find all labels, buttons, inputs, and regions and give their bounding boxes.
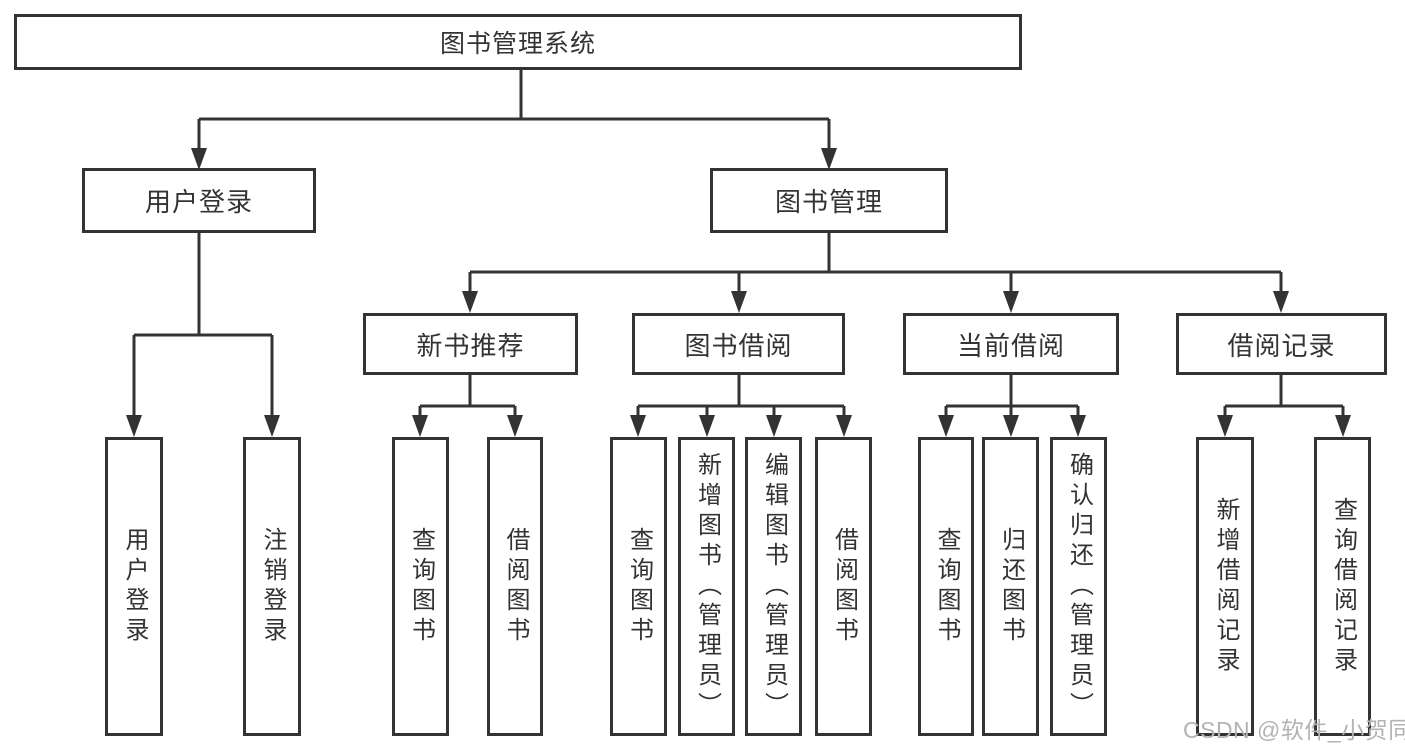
leaf-recommend-borrow-books: 借阅图书 [487, 437, 543, 736]
leaf-label: 新增借阅记录 [1212, 496, 1239, 677]
arrowhead [821, 148, 837, 170]
arrowhead [836, 415, 852, 437]
arrowhead [1003, 415, 1019, 437]
leaf-logout: 注销登录 [243, 437, 301, 736]
watermark: CSDN @软件_小贺同学 [1183, 717, 1405, 743]
arrowhead [1003, 291, 1019, 313]
leaf-label: 借阅图书 [502, 526, 529, 647]
node-new-book-recommend: 新书推荐 [363, 313, 578, 375]
leaf-label: 查询图书 [407, 526, 435, 647]
node-label: 借阅记录 [1227, 330, 1336, 361]
node-book-management: 图书管理 [710, 168, 948, 233]
arrowhead [1070, 415, 1086, 437]
node-borrow-records: 借阅记录 [1176, 313, 1387, 375]
leaf-label: 借阅图书 [830, 526, 858, 647]
arrowhead [630, 415, 646, 437]
leaf-label: 归还图书 [997, 526, 1025, 647]
leaf-label: 查询借阅记录 [1329, 496, 1357, 677]
arrowhead [1335, 415, 1351, 437]
node-book-borrow: 图书借阅 [632, 313, 845, 375]
leaf-records-add-record: 新增借阅记录 [1196, 437, 1254, 736]
node-label: 新书推荐 [416, 330, 525, 361]
leaf-borrow-borrow-books: 借阅图书 [815, 437, 872, 736]
leaf-label: 查询图书 [625, 526, 653, 647]
arrowhead [938, 415, 954, 437]
leaf-current-query-books: 查询图书 [918, 437, 974, 736]
leaf-current-confirm-return-admin: 确认归还（管理员） [1050, 437, 1107, 736]
leaf-label: 新增图书（管理员） [693, 451, 721, 722]
arrowhead [1217, 415, 1233, 437]
leaf-current-return-books: 归还图书 [982, 437, 1039, 736]
arrowhead [462, 291, 478, 313]
leaf-borrow-edit-books-admin: 编辑图书（管理员） [745, 437, 802, 736]
node-label: 图书借阅 [684, 330, 793, 361]
arrowhead [191, 148, 207, 170]
arrowhead [1273, 291, 1289, 313]
node-label: 当前借阅 [956, 330, 1065, 361]
arrowhead [126, 415, 142, 437]
node-user-login: 用户登录 [82, 168, 316, 233]
leaf-recommend-query-books: 查询图书 [392, 437, 449, 736]
node-current-borrow: 当前借阅 [903, 313, 1119, 375]
arrowhead [264, 415, 280, 437]
node-label: 图书管理 [774, 187, 883, 217]
leaf-label: 确认归还（管理员） [1065, 451, 1093, 722]
leaf-label: 用户登录 [121, 526, 148, 647]
leaf-borrow-add-books-admin: 新增图书（管理员） [678, 437, 735, 736]
arrowhead [412, 415, 428, 437]
root-node-label: 图书管理系统 [439, 30, 596, 58]
root-node-library-system: 图书管理系统 [14, 14, 1022, 70]
arrowhead [507, 415, 523, 437]
leaf-records-query-record: 查询借阅记录 [1314, 437, 1371, 736]
arrowhead [731, 291, 747, 313]
leaf-label: 编辑图书（管理员） [760, 451, 788, 722]
arrowhead [766, 415, 782, 437]
leaf-label: 查询图书 [933, 526, 960, 647]
leaf-user-login: 用户登录 [105, 437, 163, 736]
node-label: 用户登录 [144, 187, 253, 217]
leaf-borrow-query-books: 查询图书 [610, 437, 667, 736]
leaf-label: 注销登录 [259, 526, 286, 647]
arrowhead [699, 415, 715, 437]
